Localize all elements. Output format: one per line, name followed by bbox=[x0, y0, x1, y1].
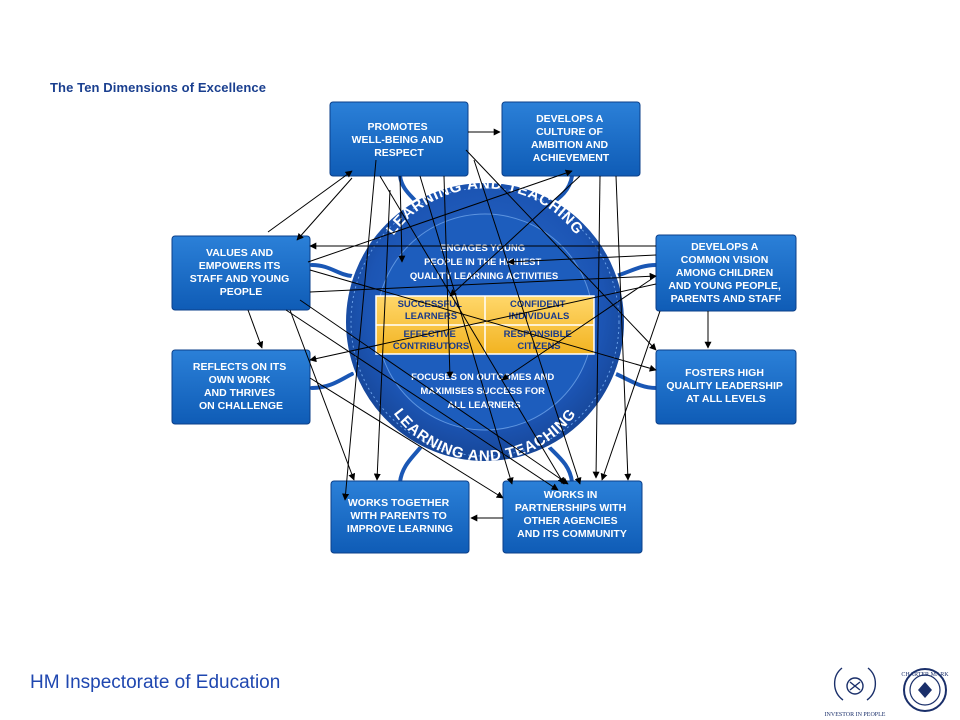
arrow-line bbox=[600, 310, 661, 481]
arrow-line bbox=[465, 149, 657, 351]
arrow-line bbox=[501, 275, 657, 381]
box-develops-vision-label: DEVELOPS A COMMON VISION AMONG CHILDREN … bbox=[668, 241, 783, 305]
box-promotes: PROMOTES WELL-BEING AND RESPECT bbox=[329, 101, 469, 177]
charter-mark-text: CHARTER MARK bbox=[901, 672, 949, 678]
inner-bottom-text: FOCUSES ON OUTCOMES AND MAXIMISES SUCCES… bbox=[411, 372, 557, 411]
arrow-line bbox=[615, 175, 632, 481]
arrow-line bbox=[443, 175, 454, 379]
arrow-line bbox=[398, 175, 406, 263]
arrow-line bbox=[342, 159, 377, 501]
box-reflects-label: REFLECTS ON ITS OWN WORK AND THRIVES ON … bbox=[193, 361, 289, 412]
charter-mark-logo: CHARTER MARK bbox=[901, 668, 949, 712]
box-develops-vision: DEVELOPS A COMMON VISION AMONG CHILDREN … bbox=[655, 234, 797, 312]
arrow-line bbox=[289, 309, 356, 481]
box-values: VALUES AND EMPOWERS ITS STAFF AND YOUNG … bbox=[171, 235, 311, 311]
arrow-line bbox=[373, 189, 391, 481]
arrow-line bbox=[309, 269, 657, 372]
box-develops-culture: DEVELOPS A CULTURE OF AMBITION AND ACHIE… bbox=[501, 101, 641, 177]
box-works-partnerships: WORKS IN PARTNERSHIPS WITH OTHER AGENCIE… bbox=[502, 480, 643, 554]
arrow-line bbox=[379, 175, 565, 485]
arrow-line bbox=[247, 309, 264, 349]
box-reflects: REFLECTS ON ITS OWN WORK AND THRIVES ON … bbox=[171, 349, 311, 425]
box-fosters: FOSTERS HIGH QUALITY LEADERSHIP AT ALL L… bbox=[655, 349, 797, 425]
arrow-line bbox=[592, 175, 601, 479]
ring-texture bbox=[350, 187, 620, 457]
arrow-line bbox=[307, 169, 573, 263]
arrow-line bbox=[296, 177, 353, 241]
box-works-partnerships-label: WORKS IN PARTNERSHIPS WITH OTHER AGENCIE… bbox=[515, 489, 629, 540]
arrow-line bbox=[507, 254, 657, 266]
arrow-line bbox=[285, 309, 559, 491]
page-title: The Ten Dimensions of Excellence bbox=[50, 80, 267, 95]
investor-in-people-logo: INVESTOR IN PEOPLE bbox=[825, 667, 886, 718]
box-values-label: VALUES AND EMPOWERS ITS STAFF AND YOUNG … bbox=[190, 247, 292, 298]
capacity-responsible-citizens: RESPONSIBLE CITIZENS bbox=[504, 329, 575, 352]
box-fosters-label: FOSTERS HIGH QUALITY LEADERSHIP AT ALL L… bbox=[666, 367, 785, 405]
inner-top-text: ENGAGES YOUNG PEOPLE IN THE HIGHEST QUAL… bbox=[410, 243, 558, 282]
arrow-line bbox=[299, 299, 569, 485]
arrow-line bbox=[309, 377, 504, 499]
arrow-line bbox=[267, 170, 353, 233]
investor-in-people-text: INVESTOR IN PEOPLE bbox=[825, 712, 886, 718]
arrow-line bbox=[419, 175, 514, 485]
connector-stubs bbox=[310, 174, 658, 484]
box-promotes-label: PROMOTES WELL-BEING AND RESPECT bbox=[352, 121, 447, 159]
box-works-parents-label: WORKS TOGETHER WITH PARENTS TO IMPROVE L… bbox=[347, 497, 453, 535]
arrow-line bbox=[449, 175, 581, 297]
arrow-line bbox=[473, 159, 582, 485]
arrows bbox=[247, 128, 712, 522]
charter-mark-emblem-icon bbox=[918, 682, 932, 698]
capacity-effective-contributors: EFFECTIVE CONTRIBUTORS bbox=[393, 329, 469, 352]
capacity-confident-individuals: CONFIDENT INDIVIDUALS bbox=[509, 299, 570, 322]
laurel-wreath-icon bbox=[833, 667, 877, 701]
capacity-successful-learners: SUCCESSFUL LEARNERS bbox=[398, 299, 465, 322]
box-develops-culture-label: DEVELOPS A CULTURE OF AMBITION AND ACHIE… bbox=[531, 113, 611, 164]
box-works-parents: WORKS TOGETHER WITH PARENTS TO IMPROVE L… bbox=[330, 480, 470, 554]
footer-label: HM Inspectorate of Education bbox=[30, 672, 281, 693]
